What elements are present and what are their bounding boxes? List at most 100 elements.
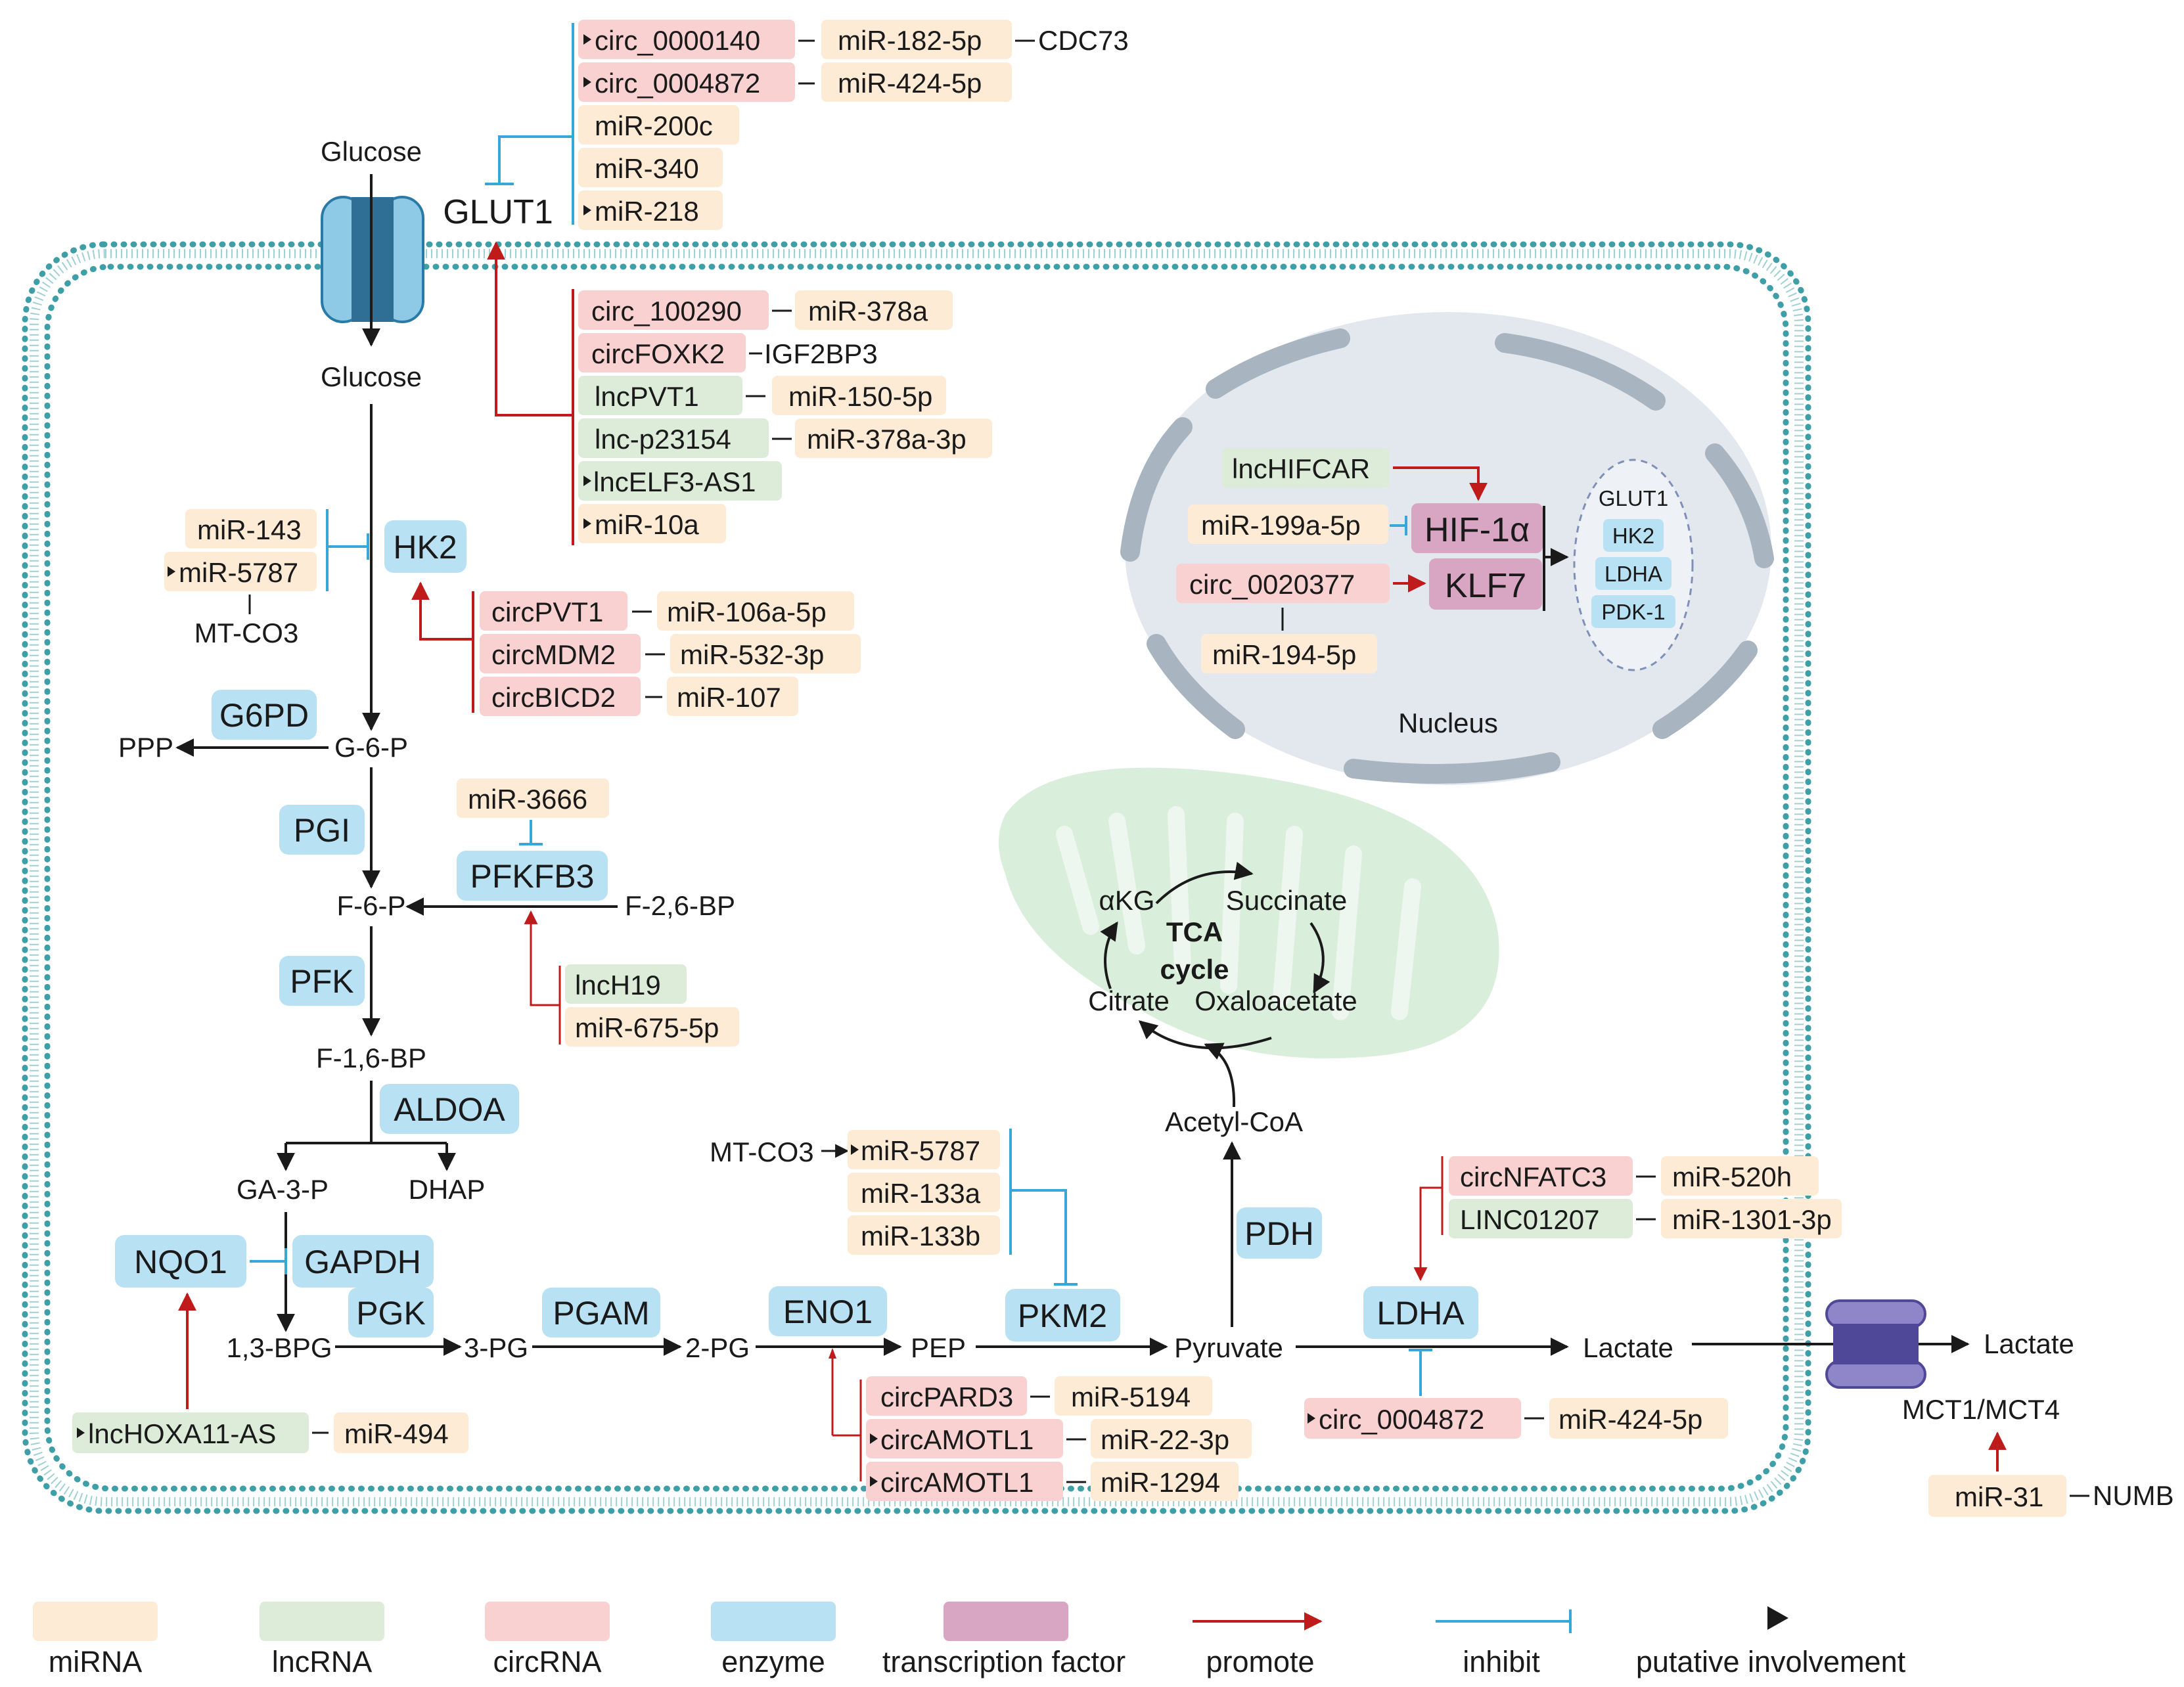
legend-lncrna-label: lncRNA [272, 1645, 373, 1678]
hk2-pro-circmdm2: circMDM2 [491, 639, 616, 670]
pg3-label: 3-PG [464, 1332, 528, 1363]
ldha-inh-mir424: miR-424-5p [1558, 1404, 1702, 1435]
glut1-pro-mir10a: miR-10a [595, 509, 699, 540]
nucleus-regulator-group: lncHIFCAR miR-199a-5p HIF-1α circ_002037… [1176, 448, 1694, 673]
enzyme-ldha: LDHA [1376, 1295, 1465, 1332]
oxaloacetate-label: Oxaloacetate [1194, 985, 1357, 1016]
mct-regulator-group: miR-31 NUMB [1928, 1431, 2174, 1517]
pkm2-mtco3: MT-CO3 [710, 1136, 814, 1167]
hk2-inh-mir5787: miR-5787 [179, 557, 298, 588]
pep-label: PEP [911, 1332, 966, 1363]
mct-transporter [1825, 1299, 1926, 1389]
enzyme-g6pd: G6PD [219, 697, 309, 734]
nqo1-regulator-group: lncHOXA11-AS miR-494 [72, 1248, 468, 1453]
legend-mirna-label: miRNA [49, 1645, 143, 1678]
g6p-label: G-6-P [334, 732, 408, 763]
legend-circrna-label: circRNA [493, 1645, 602, 1678]
glut1-pro-lncpvt1: lncPVT1 [595, 381, 699, 412]
mct-label: MCT1/MCT4 [1902, 1394, 2060, 1425]
pkm2-inh-mir133a: miR-133a [861, 1178, 981, 1209]
glut1-inh-mir200c: miR-200c [595, 110, 713, 141]
ga3p-label: GA-3-P [237, 1174, 329, 1205]
legend-putative-label: putative involvement [1636, 1645, 1906, 1678]
tca-label-line2: cycle [1160, 954, 1229, 985]
glut1-inh-cdc73: CDC73 [1038, 25, 1129, 56]
succinate-label: Succinate [1226, 885, 1347, 916]
legend-putative-triangle [1767, 1606, 1788, 1630]
pfkfb3-pro-lnch19: lncH19 [575, 970, 661, 1001]
glut1-inhibitor-group: circ_0000140 miR-182-5p CDC73 circ_00048… [485, 20, 1129, 230]
eno1-pro-mir22: miR-22-3p [1101, 1424, 1229, 1455]
glut1-pro-mir378a: miR-378a [808, 296, 928, 326]
eno1-pro-circpard3: circPARD3 [880, 1382, 1013, 1412]
legend-enzyme-label: enzyme [721, 1645, 825, 1678]
hk2-mtco3: MT-CO3 [194, 618, 299, 648]
glut1-pro-mir378a3p: miR-378a-3p [807, 424, 967, 455]
f6p-label: F-6-P [337, 890, 406, 921]
mitochondrion [999, 767, 1499, 1059]
enzyme-pgi: PGI [294, 812, 350, 849]
glut1-pro-igf2bp3: IGF2BP3 [764, 338, 878, 369]
enzyme-nqo1: NQO1 [134, 1244, 227, 1280]
hk2-pro-mir106a: miR-106a-5p [667, 596, 827, 627]
enzyme-gapdh: GAPDH [304, 1244, 421, 1280]
ldha-pro-mir1301: miR-1301-3p [1672, 1204, 1832, 1235]
ldha-regulator-group: circNFATC3 miR-520h LINC01207 miR-1301-3… [1304, 1156, 1842, 1439]
ldha-inh-circ0004872: circ_0004872 [1319, 1404, 1484, 1435]
cell-membrane [22, 241, 1811, 1514]
eno1-pro-circamotl1b: circAMOTL1 [880, 1467, 1034, 1498]
nuc-target-ldha: LDHA [1604, 562, 1662, 586]
glut1-inh-mir218: miR-218 [595, 196, 699, 227]
pkm2-inh-mir133b: miR-133b [861, 1221, 980, 1251]
nqo1-pro-mir494: miR-494 [344, 1418, 449, 1449]
pkm2-inh-mir5787: miR-5787 [861, 1135, 980, 1166]
hk2-regulator-group: miR-143 miR-5787 MT-CO3 circPVT1 miR-106… [164, 509, 861, 716]
tca-cycle: αKG Succinate Citrate Oxaloacetate TCA c… [1088, 861, 1357, 1108]
nqo1-pro-lnchoxa11: lncHOXA11-AS [88, 1418, 276, 1449]
pg2-label: 2-PG [685, 1332, 750, 1363]
hk2-pro-circpvt1: circPVT1 [491, 596, 603, 627]
legend-promote-label: promote [1206, 1645, 1314, 1678]
glut1-label: GLUT1 [443, 193, 553, 231]
ldha-pro-mir520h: miR-520h [1672, 1161, 1792, 1192]
nuc-target-glut1: GLUT1 [1599, 486, 1668, 510]
f16bp-label: F-1,6-BP [316, 1043, 426, 1073]
enzyme-pgk: PGK [356, 1295, 426, 1332]
pfkfb3-pro-mir675: miR-675-5p [575, 1012, 719, 1043]
nuc-mir194: miR-194-5p [1212, 639, 1356, 670]
enzyme-aldoa: ALDOA [394, 1091, 505, 1128]
legend-circrna-swatch [485, 1602, 610, 1641]
nuc-hif1a: HIF-1α [1424, 511, 1530, 549]
eno1-pro-circamotl1a: circAMOTL1 [880, 1424, 1034, 1455]
ldha-pro-linc01207: LINC01207 [1460, 1204, 1599, 1235]
enzyme-pfkfb3: PFKFB3 [470, 858, 595, 895]
lactate-outside-label: Lactate [1984, 1328, 2074, 1359]
nuc-klf7: KLF7 [1445, 567, 1526, 605]
dhap-label: DHAP [409, 1174, 486, 1205]
glut1-inh-circ0004872: circ_0004872 [595, 68, 760, 99]
bpg13-label: 1,3-BPG [226, 1332, 332, 1363]
eno1-pro-mir1294: miR-1294 [1101, 1467, 1220, 1498]
tca-label-line1: TCA [1166, 916, 1223, 947]
glut1-pro-mir150: miR-150-5p [788, 381, 932, 412]
glucose-outside-label: Glucose [321, 136, 422, 167]
legend-lncrna-swatch [260, 1602, 384, 1641]
nuc-target-hk2: HK2 [1612, 524, 1654, 548]
pkm2-regulator-group: MT-CO3 miR-5787 miR-133a miR-133b [710, 1129, 1078, 1286]
citrate-label: Citrate [1088, 985, 1170, 1016]
enzyme-hk2: HK2 [393, 529, 457, 566]
enzyme-boxes: HK2 G6PD PGI PFKFB3 PFK ALDOA NQO1 GAPDH… [115, 520, 1478, 1341]
enzyme-pfk: PFK [290, 963, 353, 1000]
pfkfb3-regulator-group: miR-3666 lncH19 miR-675-5p [457, 778, 739, 1046]
mct-pro-numb: NUMB [2093, 1480, 2174, 1511]
nuc-mir199a: miR-199a-5p [1201, 510, 1361, 541]
hk2-pro-mir107: miR-107 [677, 682, 781, 713]
eno1-regulator-group: circPARD3 miR-5194 circAMOTL1 miR-22-3p … [829, 1348, 1252, 1501]
glut1-pro-lncp23154: lnc-p23154 [595, 424, 731, 455]
mct-pro-mir31: miR-31 [1955, 1481, 2043, 1512]
glut1-pro-circfoxk2: circFOXK2 [591, 338, 725, 369]
acetyl-coa-label: Acetyl-CoA [1165, 1106, 1303, 1137]
enzyme-pgam: PGAM [553, 1295, 649, 1332]
hk2-inh-mir143: miR-143 [197, 514, 302, 545]
